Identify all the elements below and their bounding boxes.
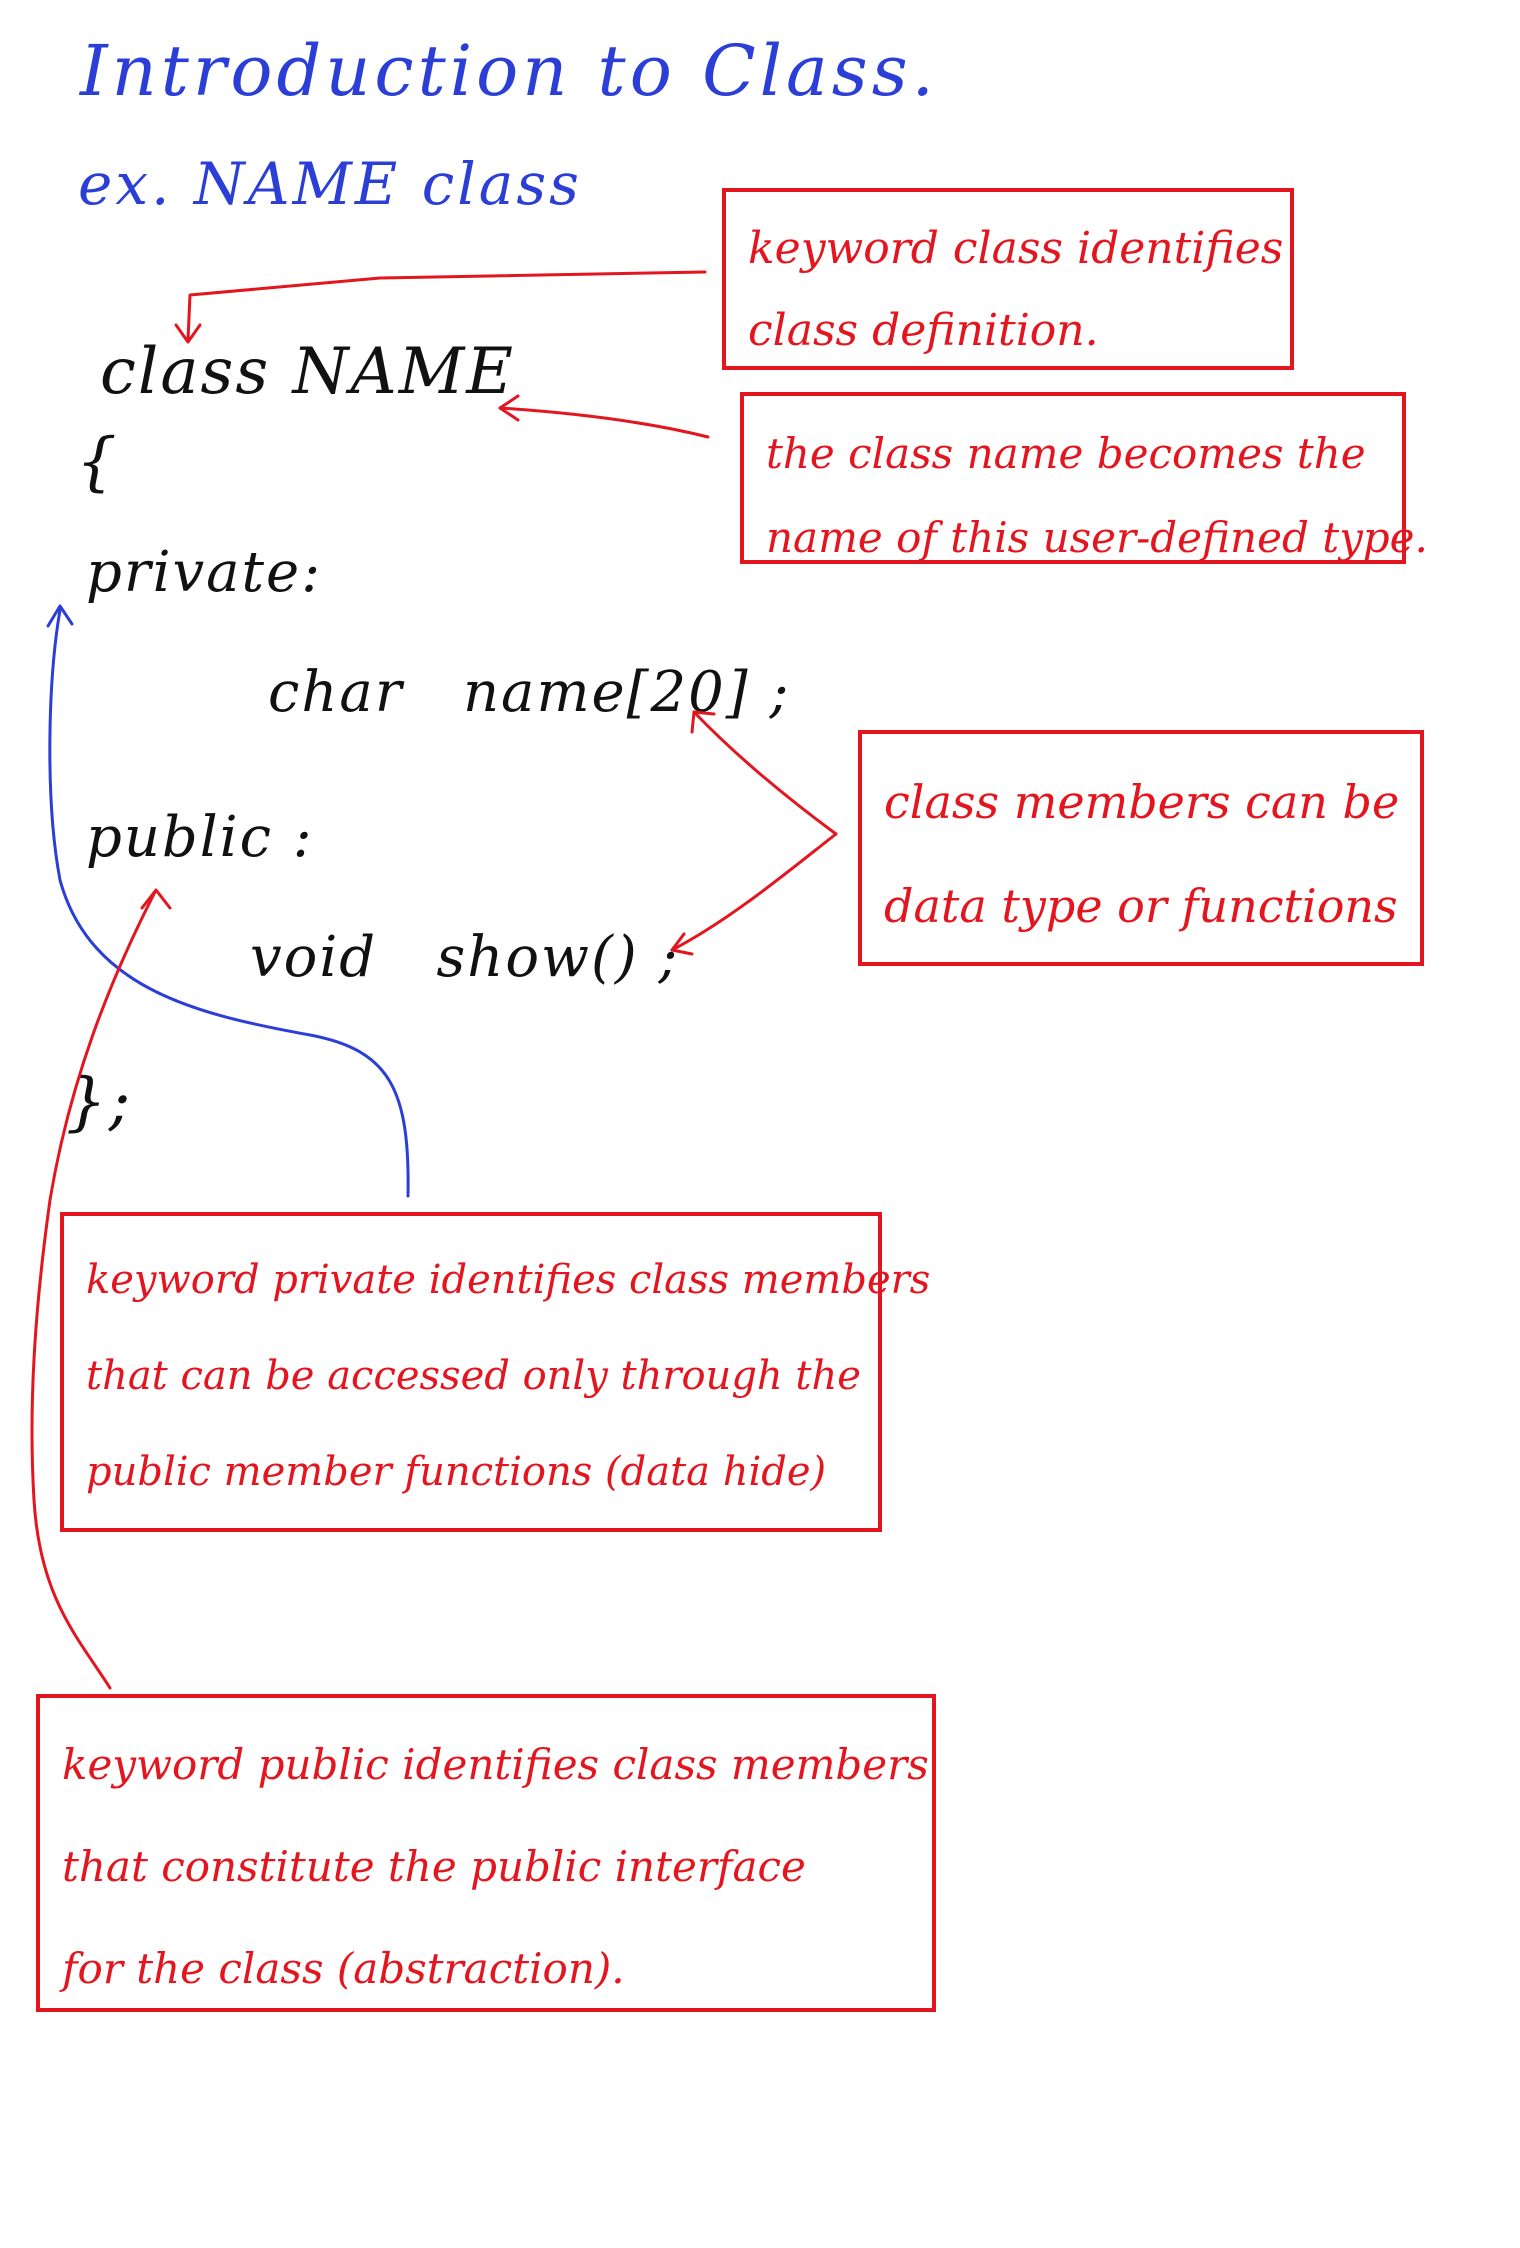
note-line: keyword private identifies class members [86, 1257, 931, 1303]
code-member-function: void show() ; [250, 925, 680, 990]
note-class-name: the class name becomes the name of this … [740, 392, 1428, 564]
arrow-to-class-name [498, 406, 710, 439]
code-open-brace: { [76, 425, 119, 499]
code-private-label: private: [86, 540, 323, 605]
note-line: class definition. [748, 305, 1099, 356]
code-member-variable: char name[20] ; [268, 660, 791, 725]
note-line: that constitute the public interface [62, 1842, 806, 1891]
note-line: data type or functions [884, 879, 1398, 933]
code-public-label: public : [86, 805, 314, 870]
arrow-to-class-keyword [186, 270, 707, 342]
note-line: keyword public identifies class members [62, 1740, 929, 1789]
note-line: for the class (abstraction). [62, 1944, 625, 1993]
note-line: class members can be [884, 775, 1400, 829]
note-line: the class name becomes the [766, 429, 1366, 478]
note-public-keyword: keyword public identifies class members … [36, 1694, 936, 2012]
code-class-declaration: class NAME [100, 335, 515, 409]
note-class-keyword: keyword class identifies class definitio… [722, 188, 1294, 370]
arrow-to-member-function [670, 832, 838, 952]
page-subtitle: ex. NAME class [78, 150, 582, 218]
note-line: keyword class identifies [748, 223, 1284, 274]
arrowhead-public-label [140, 888, 172, 910]
note-line: name of this user-defined type. [766, 513, 1428, 562]
page-title: Introduction to Class. [80, 30, 938, 112]
note-line: public member functions (data hide) [86, 1449, 827, 1495]
note-private-keyword: keyword private identifies class members… [60, 1212, 931, 1532]
note-line: that can be accessed only through the [86, 1353, 861, 1399]
code-close-brace: }; [66, 1065, 133, 1139]
arrow-to-member-variable [692, 710, 838, 836]
note-class-members: class members can be data type or functi… [858, 730, 1424, 966]
arrowhead-private-label [46, 604, 74, 628]
